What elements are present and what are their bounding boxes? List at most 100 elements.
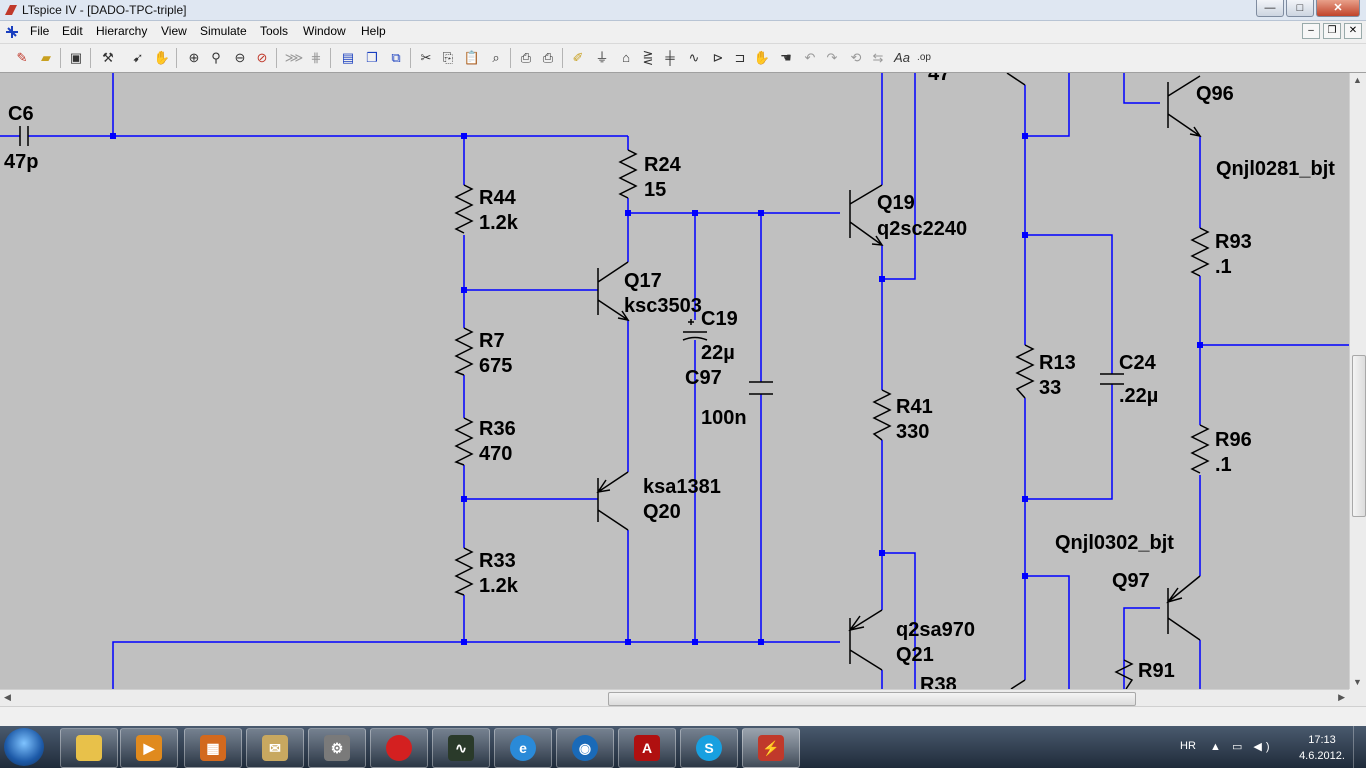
c19-symbol <box>682 331 708 341</box>
acrobat-icon: A <box>634 735 660 761</box>
tray-icons[interactable]: ▲ ▭ ◀) <box>1210 741 1274 753</box>
taskbar-trend-micro[interactable] <box>370 728 428 768</box>
clock-date[interactable]: 4.6.2012. <box>1299 750 1345 762</box>
new-schematic-icon[interactable]: ✎ <box>16 50 28 65</box>
menu-file[interactable]: File <box>30 24 50 38</box>
menu-hierarchy[interactable]: Hierarchy <box>96 24 148 38</box>
move-icon[interactable]: ✋ <box>753 50 771 65</box>
component-icon[interactable]: ⊐ <box>734 50 746 65</box>
taskbar-acrobat[interactable]: A <box>618 728 676 768</box>
taskbar-skype[interactable]: S <box>680 728 738 768</box>
find-icon[interactable]: ⌕ <box>492 50 500 65</box>
print-icon[interactable]: ⎙ <box>542 50 554 65</box>
wire <box>1123 73 1160 104</box>
junction-dot <box>758 210 764 216</box>
capacitor-icon[interactable]: ╪ <box>665 50 675 65</box>
r93-value: .1 <box>1215 256 1232 278</box>
scroll-left-icon[interactable]: ◀ <box>4 692 11 702</box>
q17-symbol <box>597 261 630 322</box>
mdi-minimize-button[interactable]: – <box>1302 23 1320 39</box>
zoom-out-icon[interactable]: ⊖ <box>234 50 246 65</box>
menu-edit[interactable]: Edit <box>62 24 83 38</box>
cut-icon[interactable]: ✂ <box>420 50 432 65</box>
redo-icon[interactable]: ↷ <box>826 50 838 65</box>
language-indicator[interactable]: HR <box>1180 740 1196 752</box>
menu-tools[interactable]: Tools <box>260 24 289 38</box>
open-icon[interactable]: ▰ <box>41 50 51 65</box>
taskbar-media-center[interactable]: ◉ <box>556 728 614 768</box>
taskbar-ltspice[interactable]: ⚡ <box>742 728 800 768</box>
autoscale-icon[interactable]: ⋙ <box>284 50 304 65</box>
vertical-scrollbar[interactable]: ▲ ▼ <box>1349 73 1366 689</box>
show-desktop-button[interactable] <box>1353 726 1366 768</box>
maximize-button[interactable]: □ <box>1286 0 1314 17</box>
mdi-close-button[interactable]: ✕ <box>1344 23 1362 39</box>
c97-value: 100n <box>701 407 747 429</box>
junction-dot <box>879 550 885 556</box>
vertical-scroll-thumb[interactable] <box>1352 355 1366 517</box>
text-icon[interactable]: Aa <box>894 50 910 65</box>
horizontal-scroll-thumb[interactable] <box>608 692 1136 706</box>
taskbar-media-player[interactable]: ▶ <box>120 728 178 768</box>
c19-ref: C19 <box>701 308 738 330</box>
copy-icon[interactable]: ⎘ <box>442 50 454 65</box>
save-icon[interactable]: ▣ <box>69 50 83 65</box>
start-button[interactable] <box>4 728 44 766</box>
schematic-canvas[interactable]: C6 47p R44 1.2k R24 15 Q17 ksc3503 C19 2… <box>0 73 1349 689</box>
menu-simulate[interactable]: Simulate <box>200 24 247 38</box>
undo-icon[interactable]: ↶ <box>804 50 816 65</box>
resistor-icon[interactable]: ⋛ <box>642 50 654 65</box>
paste-icon[interactable]: 📋 <box>463 50 481 65</box>
q19-value: q2sc2240 <box>877 218 967 240</box>
run-icon[interactable]: ➹ <box>132 50 144 65</box>
taskbar-package[interactable]: ▦ <box>184 728 242 768</box>
taskbar-utility[interactable]: ⚙ <box>308 728 366 768</box>
q21-ref: Q21 <box>896 644 934 666</box>
menu-view[interactable]: View <box>161 24 187 38</box>
cancel-zoom-icon[interactable]: ⊘ <box>256 50 268 65</box>
grid-icon[interactable]: ⋕ <box>310 50 322 65</box>
tile-icon[interactable]: ▤ <box>341 50 355 65</box>
rotate-icon[interactable]: ⟲ <box>850 50 862 65</box>
draw-wire-icon[interactable]: ✐ <box>572 50 584 65</box>
pan-icon[interactable]: ⚲ <box>211 50 221 65</box>
halt-icon[interactable]: ✋ <box>153 50 171 65</box>
control-panel-icon[interactable]: ⚒ <box>102 50 114 65</box>
schematic-drawing[interactable]: C6 47p R44 1.2k R24 15 Q17 ksc3503 C19 2… <box>0 73 1349 689</box>
drag-icon[interactable]: ☚ <box>780 50 792 65</box>
spice-directive-icon[interactable]: .op <box>917 52 931 63</box>
label-net-icon[interactable]: ⌂ <box>622 50 630 65</box>
close-button[interactable]: ✕ <box>1316 0 1360 17</box>
skype-icon: S <box>696 735 722 761</box>
minimize-button[interactable]: — <box>1256 0 1284 17</box>
close-window-icon[interactable]: ⧉ <box>391 50 401 65</box>
clock-time[interactable]: 17:13 <box>1308 734 1336 746</box>
horizontal-scrollbar[interactable]: ◀ ▶ <box>0 689 1349 707</box>
r7-symbol <box>454 327 474 376</box>
menu-window[interactable]: Window <box>303 24 346 38</box>
scroll-right-icon[interactable]: ▶ <box>1338 692 1345 702</box>
taskbar-oscilloscope[interactable]: ∿ <box>432 728 490 768</box>
diode-icon[interactable]: ⊳ <box>712 50 724 65</box>
scroll-up-icon[interactable]: ▲ <box>1353 75 1362 85</box>
print-setup-icon[interactable]: ⎙ <box>520 50 532 65</box>
taskbar-inbox[interactable]: ✉ <box>246 728 304 768</box>
menu-help[interactable]: Help <box>361 24 386 38</box>
schematic-doc-icon[interactable] <box>4 24 20 40</box>
taskbar-internet-explorer[interactable]: e <box>494 728 552 768</box>
cascade-icon[interactable]: ❐ <box>366 50 378 65</box>
mdi-restore-button[interactable]: ❐ <box>1323 23 1341 39</box>
zoom-in-icon[interactable]: ⊕ <box>188 50 200 65</box>
q97-symbol <box>1166 575 1201 641</box>
junctions <box>110 133 1203 645</box>
mdi-controls: – ❐ ✕ <box>1302 23 1362 39</box>
r36-symbol <box>454 417 474 466</box>
toolbar-separator <box>510 48 511 68</box>
mirror-icon[interactable]: ⇆ <box>872 50 884 65</box>
ground-icon[interactable]: ⏚ <box>595 50 609 65</box>
taskbar-explorer[interactable] <box>60 728 118 768</box>
inductor-icon[interactable]: ∿ <box>688 50 700 65</box>
scroll-down-icon[interactable]: ▼ <box>1353 677 1362 687</box>
r24-value: 15 <box>644 179 666 201</box>
junction-dot <box>461 639 467 645</box>
